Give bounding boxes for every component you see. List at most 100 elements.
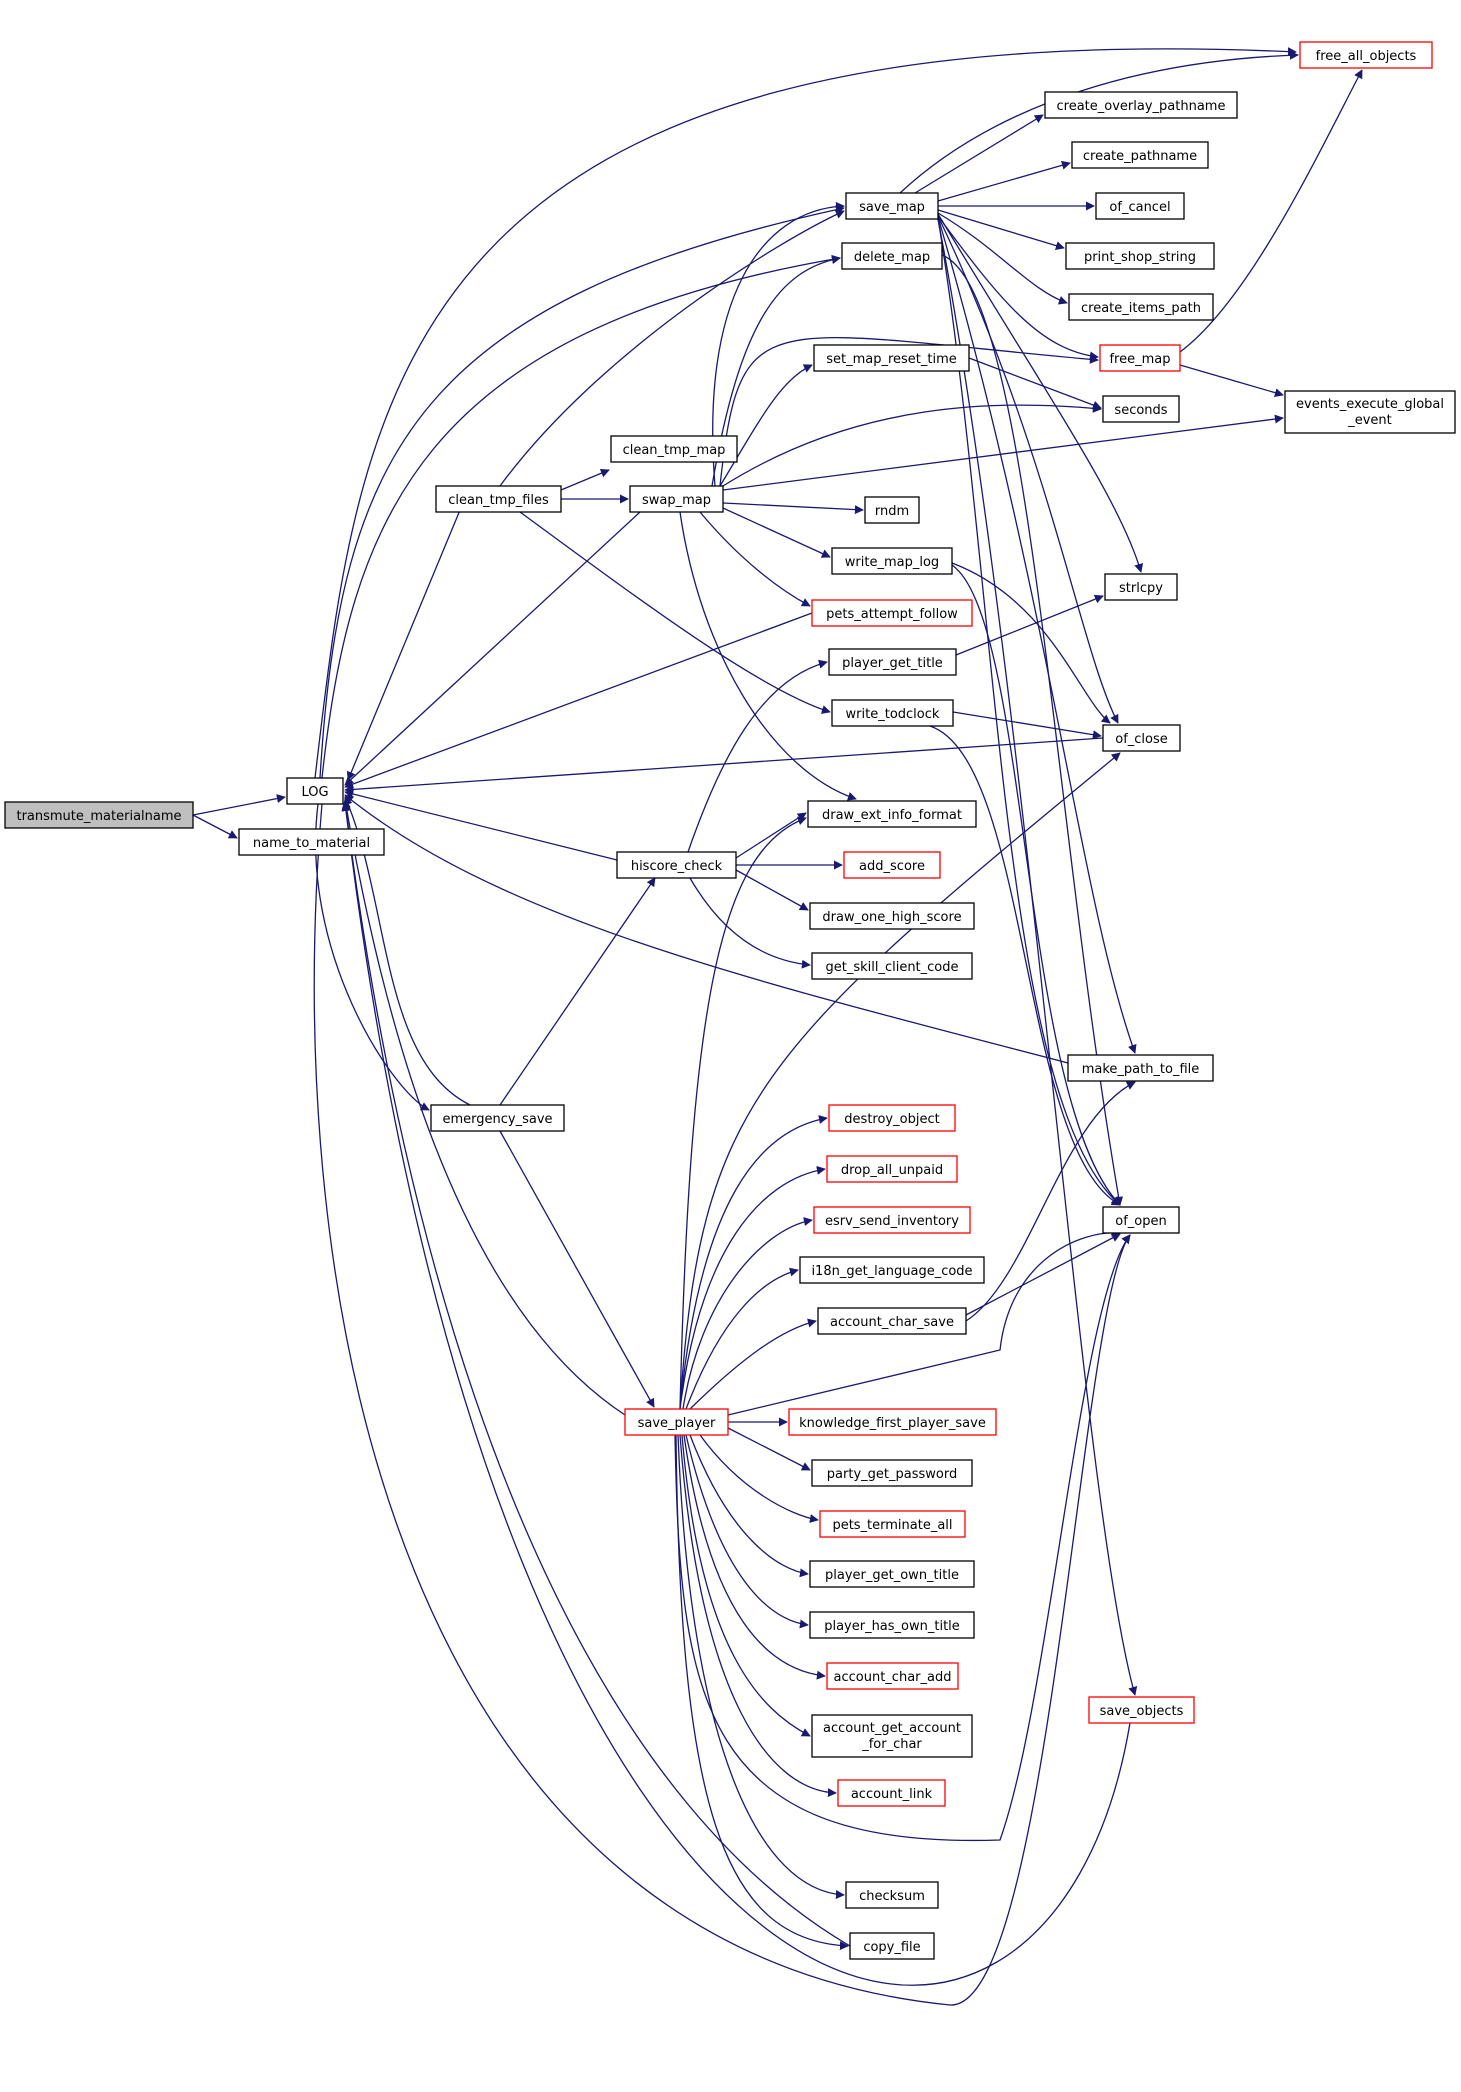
node-hiscore_check[interactable]: hiscore_check (616, 851, 737, 879)
node-account_char_add[interactable]: account_char_add (826, 1662, 959, 1690)
node-strlcpy[interactable]: strlcpy (1104, 573, 1178, 601)
node-save_objects[interactable]: save_objects (1088, 1696, 1195, 1724)
node-swap_map[interactable]: swap_map (629, 485, 724, 513)
node-emergency_save[interactable]: emergency_save (430, 1104, 565, 1132)
node-pets_terminate_all[interactable]: pets_terminate_all (819, 1510, 966, 1538)
node-draw_one_high_score[interactable]: draw_one_high_score (809, 902, 975, 930)
node-box (864, 496, 920, 524)
node-label: player_get_own_title (825, 1568, 959, 1583)
edge-save_player-to-player_get_own_title (689, 1434, 809, 1578)
node-free_all_objects[interactable]: free_all_objects (1299, 41, 1433, 69)
edge-transmute_materialname-to-name_to_material (192, 814, 238, 839)
node-set_map_reset_time[interactable]: set_map_reset_time (813, 344, 970, 372)
node-transmute_materialname[interactable]: transmute_materialname (4, 801, 194, 829)
node-write_todclock[interactable]: write_todclock (831, 699, 954, 727)
node-label: LOG (301, 785, 328, 800)
node-account_link[interactable]: account_link (837, 1779, 946, 1807)
edge-save_player-to-copy_file (675, 1434, 849, 1951)
node-label: rndm (875, 504, 909, 519)
node-label: party_get_password (827, 1467, 957, 1482)
edge-copy_file-to-LOG (341, 801, 851, 1947)
edge-hiscore_check-to-get_skill_client_code (689, 877, 811, 969)
node-i18n_get_language_code[interactable]: i18n_get_language_code (799, 1256, 985, 1284)
edge-swap_map-to-write_map_log (722, 507, 831, 558)
node-copy_file[interactable]: copy_file (849, 1932, 935, 1960)
node-knowledge_first_player_save[interactable]: knowledge_first_player_save (788, 1408, 997, 1436)
node-box (430, 1104, 565, 1132)
edge-save_player-to-LOG (341, 799, 626, 1416)
node-label-line: _for_char (861, 1737, 922, 1752)
edge-write_todclock-to-of_close (952, 711, 1102, 740)
node-box (1088, 1696, 1195, 1724)
node-label: esrv_send_inventory (825, 1214, 959, 1229)
node-box (811, 1459, 973, 1487)
edge-LOG-to-save_map (319, 205, 845, 779)
edge-save_player-to-destroy_object (679, 1115, 828, 1410)
node-print_shop_string[interactable]: print_shop_string (1065, 242, 1215, 270)
node-destroy_object[interactable]: destroy_object (828, 1104, 956, 1132)
node-delete_map[interactable]: delete_map (841, 242, 943, 270)
node-of_close[interactable]: of_close (1102, 724, 1181, 752)
node-label: delete_map (854, 250, 930, 265)
node-box (1067, 1054, 1214, 1082)
node-label: seconds (1114, 403, 1167, 418)
node-label: hiscore_check (631, 859, 723, 874)
node-LOG[interactable]: LOG (286, 777, 344, 805)
edge-save_player-to-player_has_own_title (685, 1434, 809, 1629)
node-label: save_objects (1100, 1704, 1184, 1719)
node-box (1102, 1206, 1180, 1234)
node-box (1099, 344, 1181, 372)
edge-set_map_reset_time-to-seconds (968, 357, 1102, 410)
node-clean_tmp_map[interactable]: clean_tmp_map (610, 435, 738, 463)
edge-save_map-to-of_open (937, 217, 1121, 1206)
node-get_skill_client_code[interactable]: get_skill_client_code (811, 952, 973, 980)
node-player_has_own_title[interactable]: player_has_own_title (809, 1611, 975, 1639)
node-party_get_password[interactable]: party_get_password (811, 1459, 973, 1487)
edge-pets_attempt_follow-to-LOG (344, 612, 813, 789)
node-save_map[interactable]: save_map (845, 192, 939, 220)
node-label: account_char_add (834, 1670, 952, 1685)
node-clean_tmp_files[interactable]: clean_tmp_files (435, 485, 562, 513)
node-box (831, 699, 954, 727)
node-create_items_path[interactable]: create_items_path (1068, 293, 1214, 321)
node-name_to_material[interactable]: name_to_material (238, 828, 385, 856)
node-label: checksum (859, 1889, 925, 1904)
node-of_cancel[interactable]: of_cancel (1095, 192, 1185, 220)
edge-transmute_materialname-to-LOG (192, 794, 286, 816)
node-label: account_char_save (830, 1315, 954, 1330)
node-box (807, 800, 977, 828)
node-account_get_account_for_char[interactable]: account_get_account_for_char (811, 1714, 973, 1758)
edge-LOG-to-free_all_objects (314, 47, 1297, 779)
node-add_score[interactable]: add_score (843, 851, 941, 879)
node-label: create_items_path (1081, 301, 1201, 316)
node-box (1104, 573, 1178, 601)
node-player_get_own_title[interactable]: player_get_own_title (809, 1560, 975, 1588)
node-label: clean_tmp_files (448, 493, 549, 508)
node-save_player[interactable]: save_player (624, 1408, 729, 1436)
node-create_overlay_pathname[interactable]: create_overlay_pathname (1044, 91, 1238, 119)
node-free_map[interactable]: free_map (1099, 344, 1181, 372)
node-box (843, 851, 941, 879)
node-player_get_title[interactable]: player_get_title (828, 648, 957, 676)
edge-save_map-to-free_map (937, 215, 1099, 361)
node-events_execute_global_event[interactable]: events_execute_global_event (1284, 390, 1456, 434)
node-checksum[interactable]: checksum (845, 1881, 939, 1909)
node-box (809, 1560, 975, 1588)
node-esrv_send_inventory[interactable]: esrv_send_inventory (813, 1206, 971, 1234)
edge-save_player-to-party_get_password (727, 1427, 811, 1471)
node-label: of_open (1115, 1214, 1166, 1229)
node-create_pathname[interactable]: create_pathname (1071, 141, 1209, 169)
node-write_map_log[interactable]: write_map_log (831, 547, 953, 575)
edge-save_map-to-free_all_objects (899, 50, 1299, 194)
node-box (1068, 293, 1214, 321)
node-account_char_save[interactable]: account_char_save (817, 1307, 967, 1335)
node-pets_attempt_follow[interactable]: pets_attempt_follow (811, 599, 973, 627)
node-seconds[interactable]: seconds (1102, 395, 1180, 423)
node-drop_all_unpaid[interactable]: drop_all_unpaid (826, 1155, 958, 1183)
node-rndm[interactable]: rndm (864, 496, 920, 524)
node-of_open[interactable]: of_open (1102, 1206, 1180, 1234)
edge-save_player-to-drop_all_unpaid (679, 1165, 826, 1410)
node-make_path_to_file[interactable]: make_path_to_file (1067, 1054, 1214, 1082)
node-draw_ext_info_format[interactable]: draw_ext_info_format (807, 800, 977, 828)
node-box (1071, 141, 1209, 169)
